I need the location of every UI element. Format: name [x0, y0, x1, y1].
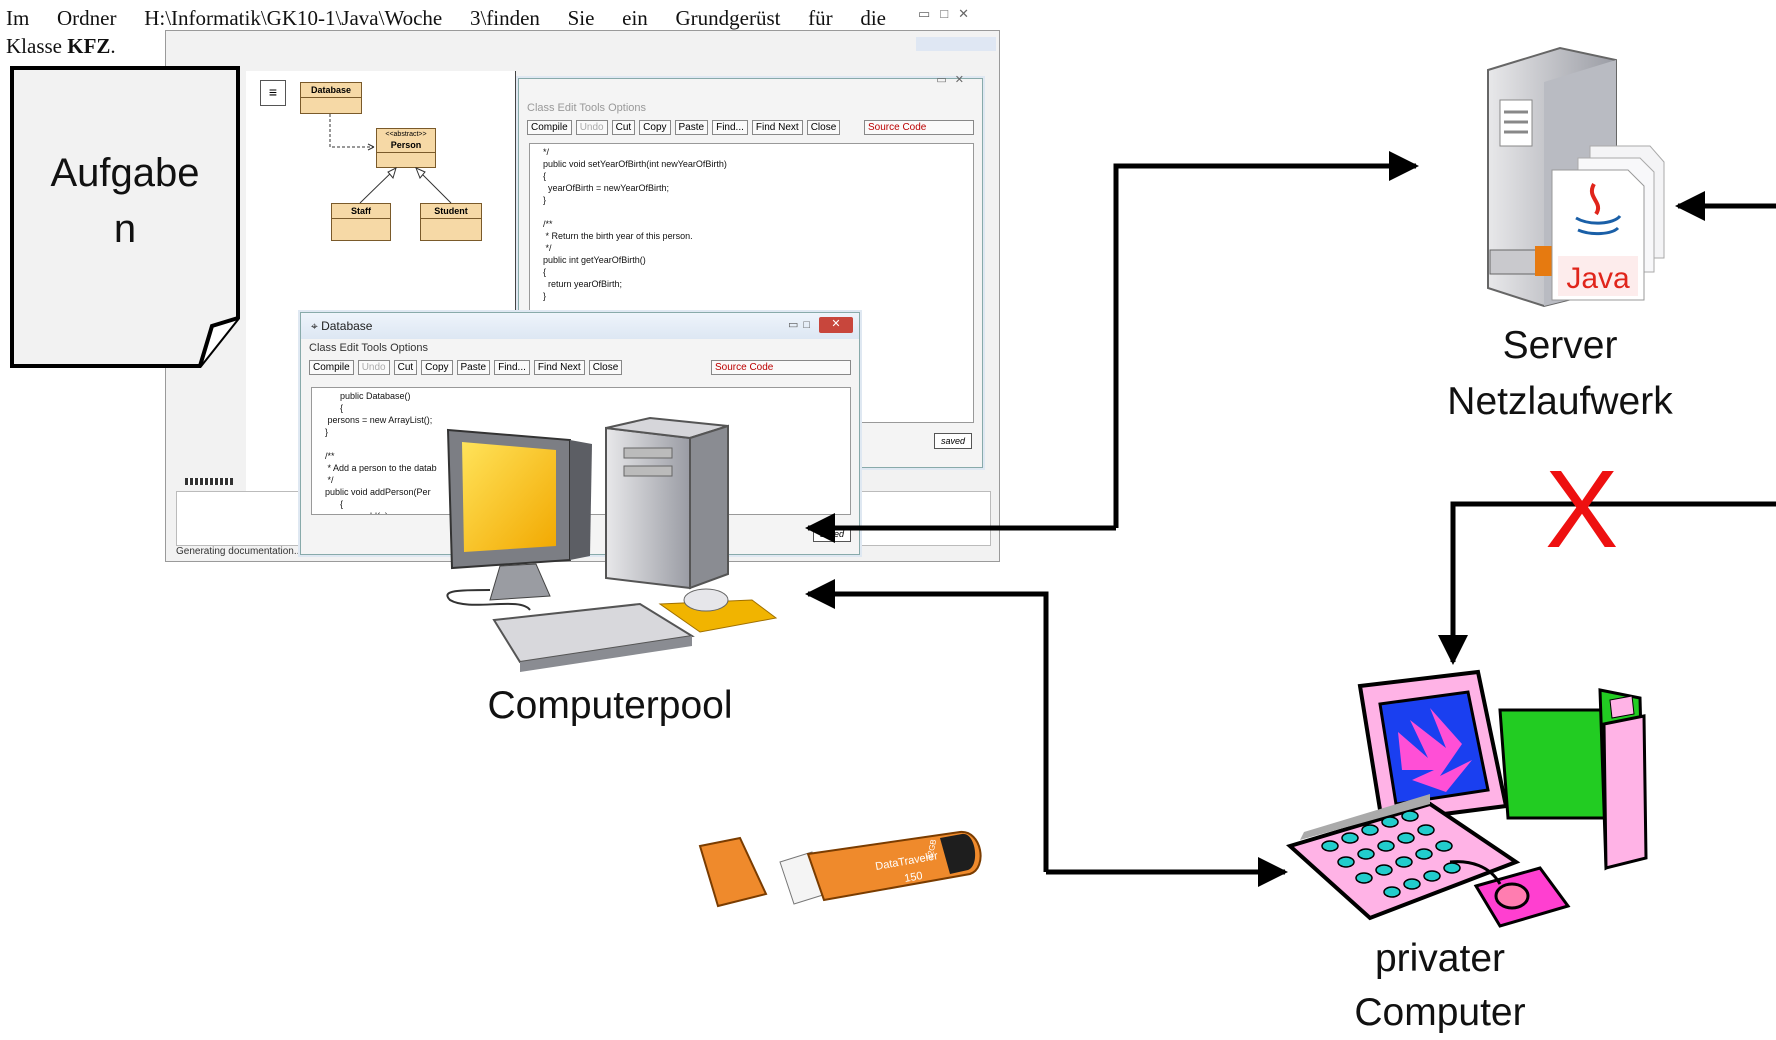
uml-class-student[interactable]: Student	[420, 203, 482, 241]
intro-word: für	[808, 6, 833, 30]
uml-class-staff[interactable]: Staff	[331, 203, 391, 241]
ide-title-strip	[916, 37, 996, 51]
intro-text: Im Ordner H:\Informatik\GK10-1\Java\Woch…	[6, 4, 886, 60]
source-code-select[interactable]: Source Code	[711, 360, 851, 375]
find-next-button[interactable]: Find Next	[533, 360, 585, 375]
window-controls-icon[interactable]: ▭□✕	[918, 6, 980, 21]
cut-button[interactable]: Cut	[393, 360, 418, 375]
usb-stick-icon[interactable]: DataTraveler 150 32GB	[698, 830, 982, 908]
close-button[interactable]: Close	[806, 120, 841, 135]
arrow-server-computerpool	[805, 151, 1419, 543]
find-button[interactable]: Find...	[494, 360, 530, 375]
find-next-button[interactable]: Find Next	[751, 120, 803, 135]
paste-button[interactable]: Paste	[674, 120, 709, 135]
arrow-server-private	[1438, 191, 1776, 665]
java-logo-text: Java	[1566, 262, 1630, 295]
intro-word: ein	[622, 6, 648, 30]
close-button[interactable]: Close	[588, 360, 623, 375]
intro-word: die	[860, 6, 886, 30]
copy-button[interactable]: Copy	[639, 120, 671, 135]
private-computer-label: privater Computer	[1354, 937, 1526, 1034]
server-label: Server Netzlaufwerk	[1447, 324, 1673, 423]
private-computer-icon[interactable]	[1286, 669, 1648, 928]
source-code-select[interactable]: Source Code	[864, 120, 974, 135]
intro-word: Sie	[567, 6, 595, 30]
undo-button[interactable]: Undo	[575, 120, 608, 135]
intro-line-2: Klasse KFZ.	[6, 34, 116, 58]
intro-line-1: Im Ordner H:\Informatik\GK10-1\Java\Woch…	[6, 4, 886, 32]
usb-capacity-text: 32GB	[925, 839, 938, 861]
uml-class-person[interactable]: <<abstract>> Person	[376, 128, 436, 168]
undo-button[interactable]: Undo	[357, 360, 390, 375]
database-window-title: Database	[321, 319, 373, 333]
minimize-maximize-icon[interactable]: ▭□	[787, 319, 815, 331]
person-menu[interactable]: Class Edit Tools Options	[527, 102, 647, 114]
java-files-icon[interactable]: Java	[1551, 145, 1665, 301]
intro-word: Ordner	[57, 6, 117, 30]
resize-handle[interactable]	[185, 478, 233, 485]
person-window-controls-icon[interactable]: ▭✕	[936, 74, 972, 86]
find-button[interactable]: Find...	[712, 120, 748, 135]
compile-button[interactable]: Compile	[527, 120, 572, 135]
computerpool-label: Computerpool	[487, 684, 733, 727]
computerpool-pc-icon[interactable]	[446, 416, 778, 672]
database-menu[interactable]: Class Edit Tools Options	[309, 342, 429, 354]
database-toolbar: Compile Undo Cut Copy Paste Find... Find…	[301, 357, 859, 378]
copy-button[interactable]: Copy	[421, 360, 453, 375]
intro-word: Im	[6, 6, 30, 30]
person-toolbar: Compile Undo Cut Copy Paste Find... Find…	[519, 117, 982, 138]
uml-class-database[interactable]: Database	[300, 82, 362, 114]
task-note-label: Aufgabe n	[50, 151, 200, 251]
database-title-bar: ⌖ Database	[301, 313, 859, 339]
person-saved-status: saved	[934, 433, 973, 449]
task-note-shape[interactable]	[10, 66, 240, 368]
class-name: KFZ	[67, 34, 111, 58]
cut-button[interactable]: Cut	[611, 120, 636, 135]
ide-status-text: Generating documentation... D	[176, 546, 313, 557]
intro-path: H:\Informatik\GK10-1\Java\Woche	[144, 6, 443, 30]
compile-button[interactable]: Compile	[309, 360, 354, 375]
uml-connectors	[329, 114, 452, 204]
paste-button[interactable]: Paste	[456, 360, 491, 375]
note-icon[interactable]: ≡	[260, 80, 286, 106]
usb-model-text: 150	[903, 870, 923, 885]
intro-word: 3\finden	[469, 6, 540, 30]
intro-word: Grundgerüst	[675, 6, 781, 30]
blocked-connection-mark: X	[1545, 448, 1619, 571]
close-icon[interactable]: ✕	[819, 317, 853, 333]
arrow-computerpool-private	[805, 579, 1288, 887]
